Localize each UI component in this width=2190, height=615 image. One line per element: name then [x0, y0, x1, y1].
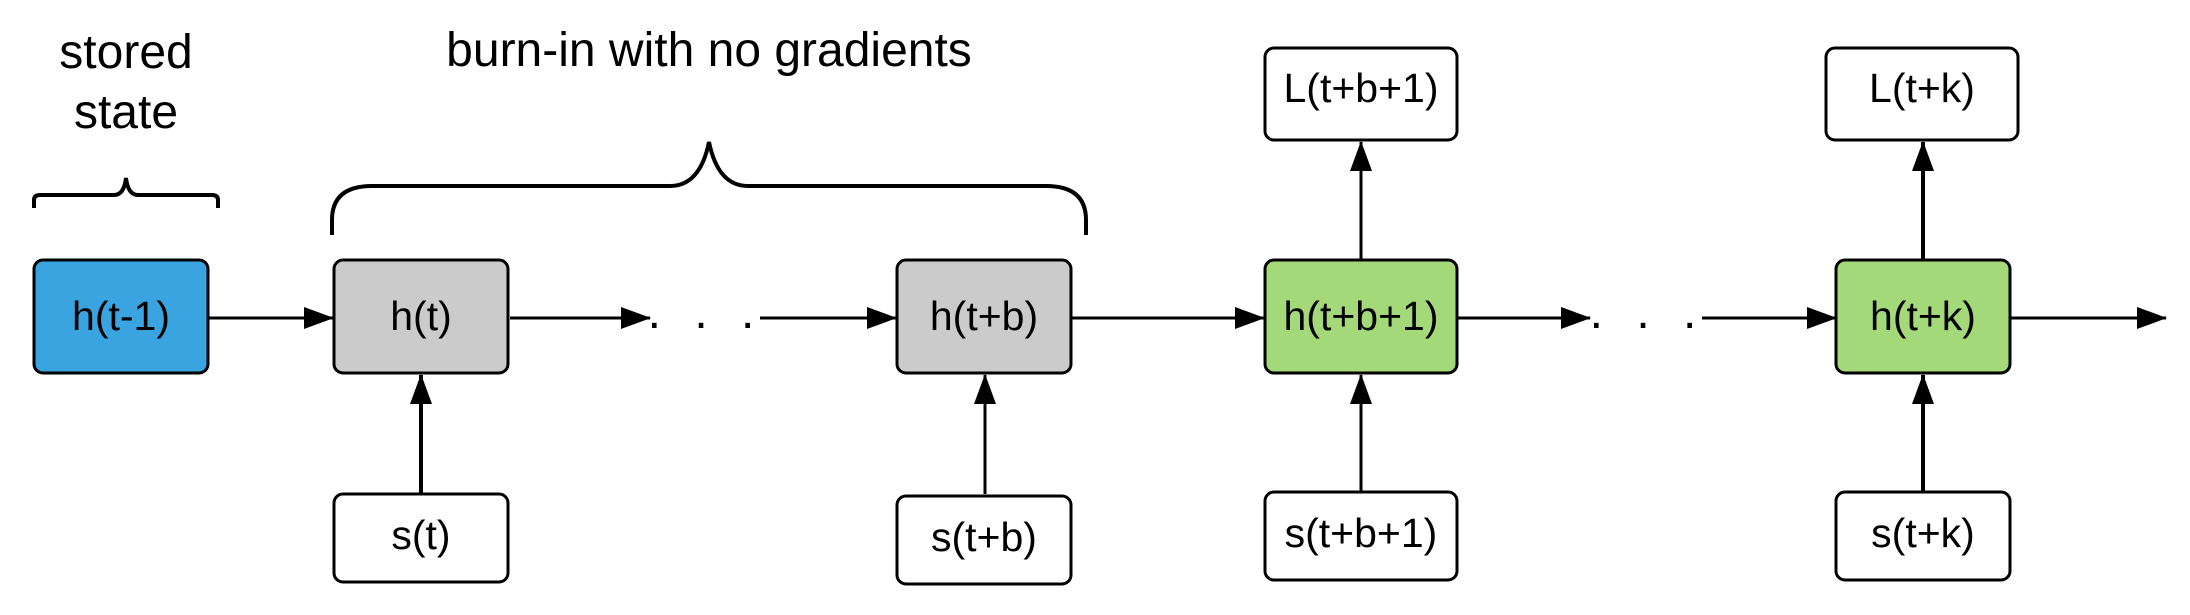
- node-label: L(t+b+1): [1284, 65, 1439, 111]
- hidden-state-node-h-t: h(t): [332, 258, 510, 375]
- hidden-state-node-h-tk: h(t+k): [1834, 258, 2012, 375]
- node-label: h(t+k): [1870, 293, 1976, 339]
- node-label: s(t+b): [931, 514, 1037, 560]
- node-label: h(t-1): [72, 293, 170, 339]
- input-node-s-tk: s(t+k): [1834, 490, 2012, 582]
- node-label: h(t): [390, 293, 452, 339]
- hidden-state-node-h-tb1: h(t+b+1): [1263, 258, 1459, 375]
- stored-state-caption-line2: state: [74, 86, 178, 139]
- loss-node-l-tb1: L(t+b+1): [1263, 46, 1459, 142]
- input-node-s-tb1: s(t+b+1): [1263, 490, 1459, 582]
- node-label: s(t+k): [1871, 510, 1975, 556]
- node-label: s(t): [391, 512, 450, 558]
- input-node-s-t: s(t): [332, 492, 510, 584]
- node-label: L(t+k): [1869, 65, 1975, 111]
- burn-in-brace: [330, 141, 1088, 235]
- hidden-state-node-h-tb: h(t+b): [895, 258, 1073, 375]
- ellipsis-burn-in: . . .: [648, 286, 765, 339]
- node-label: h(t+b+1): [1284, 293, 1439, 339]
- stored-state-brace: [32, 177, 220, 208]
- node-label: s(t+b+1): [1285, 510, 1438, 556]
- hidden-state-node-h-prev: h(t-1): [32, 258, 210, 375]
- burn-in-caption: burn-in with no gradients: [446, 24, 972, 77]
- input-node-s-tb: s(t+b): [895, 494, 1073, 586]
- loss-node-l-tk: L(t+k): [1824, 46, 2020, 142]
- stored-state-caption-line1: stored: [59, 26, 192, 79]
- node-label: h(t+b): [930, 293, 1038, 339]
- ellipsis-gradient: . . .: [1590, 286, 1707, 339]
